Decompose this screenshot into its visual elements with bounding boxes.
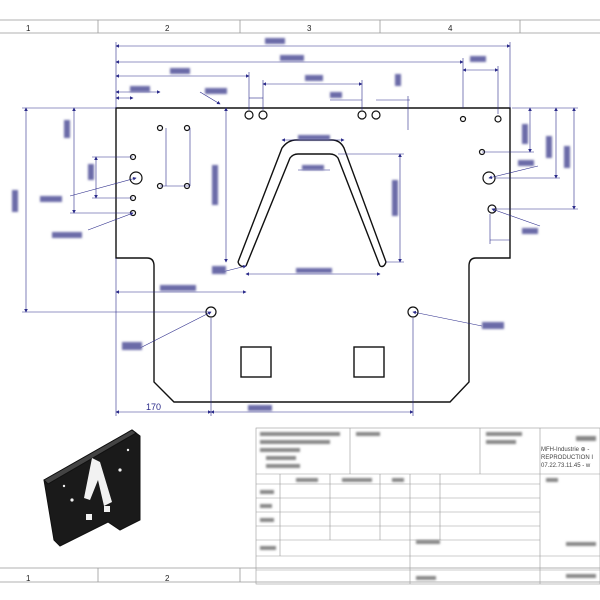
title-block [255,427,600,585]
zone-label-bottom-2: 2 [165,574,170,583]
dimension-label-170: 170 [146,402,161,412]
zone-label-top-1: 1 [26,24,31,33]
dimension-lines [22,42,578,416]
part-outline [115,107,511,403]
zone-label-top-2: 2 [165,24,170,33]
title-block-date: 07.22.73.11.45 - w [541,463,591,469]
zone-label-top-4: 4 [448,24,453,33]
title-block-company: MFH-Industrie ⊕ - [541,447,590,453]
zone-label-top-3: 3 [307,24,312,33]
title-block-illegible-text [260,432,596,580]
illegible-dimension-text [12,38,570,411]
zone-label-bottom-1: 1 [26,574,31,583]
isometric-preview [43,429,141,547]
title-block-reproduction: REPRODUCTION I [541,455,594,461]
sheet-frame [0,19,600,583]
